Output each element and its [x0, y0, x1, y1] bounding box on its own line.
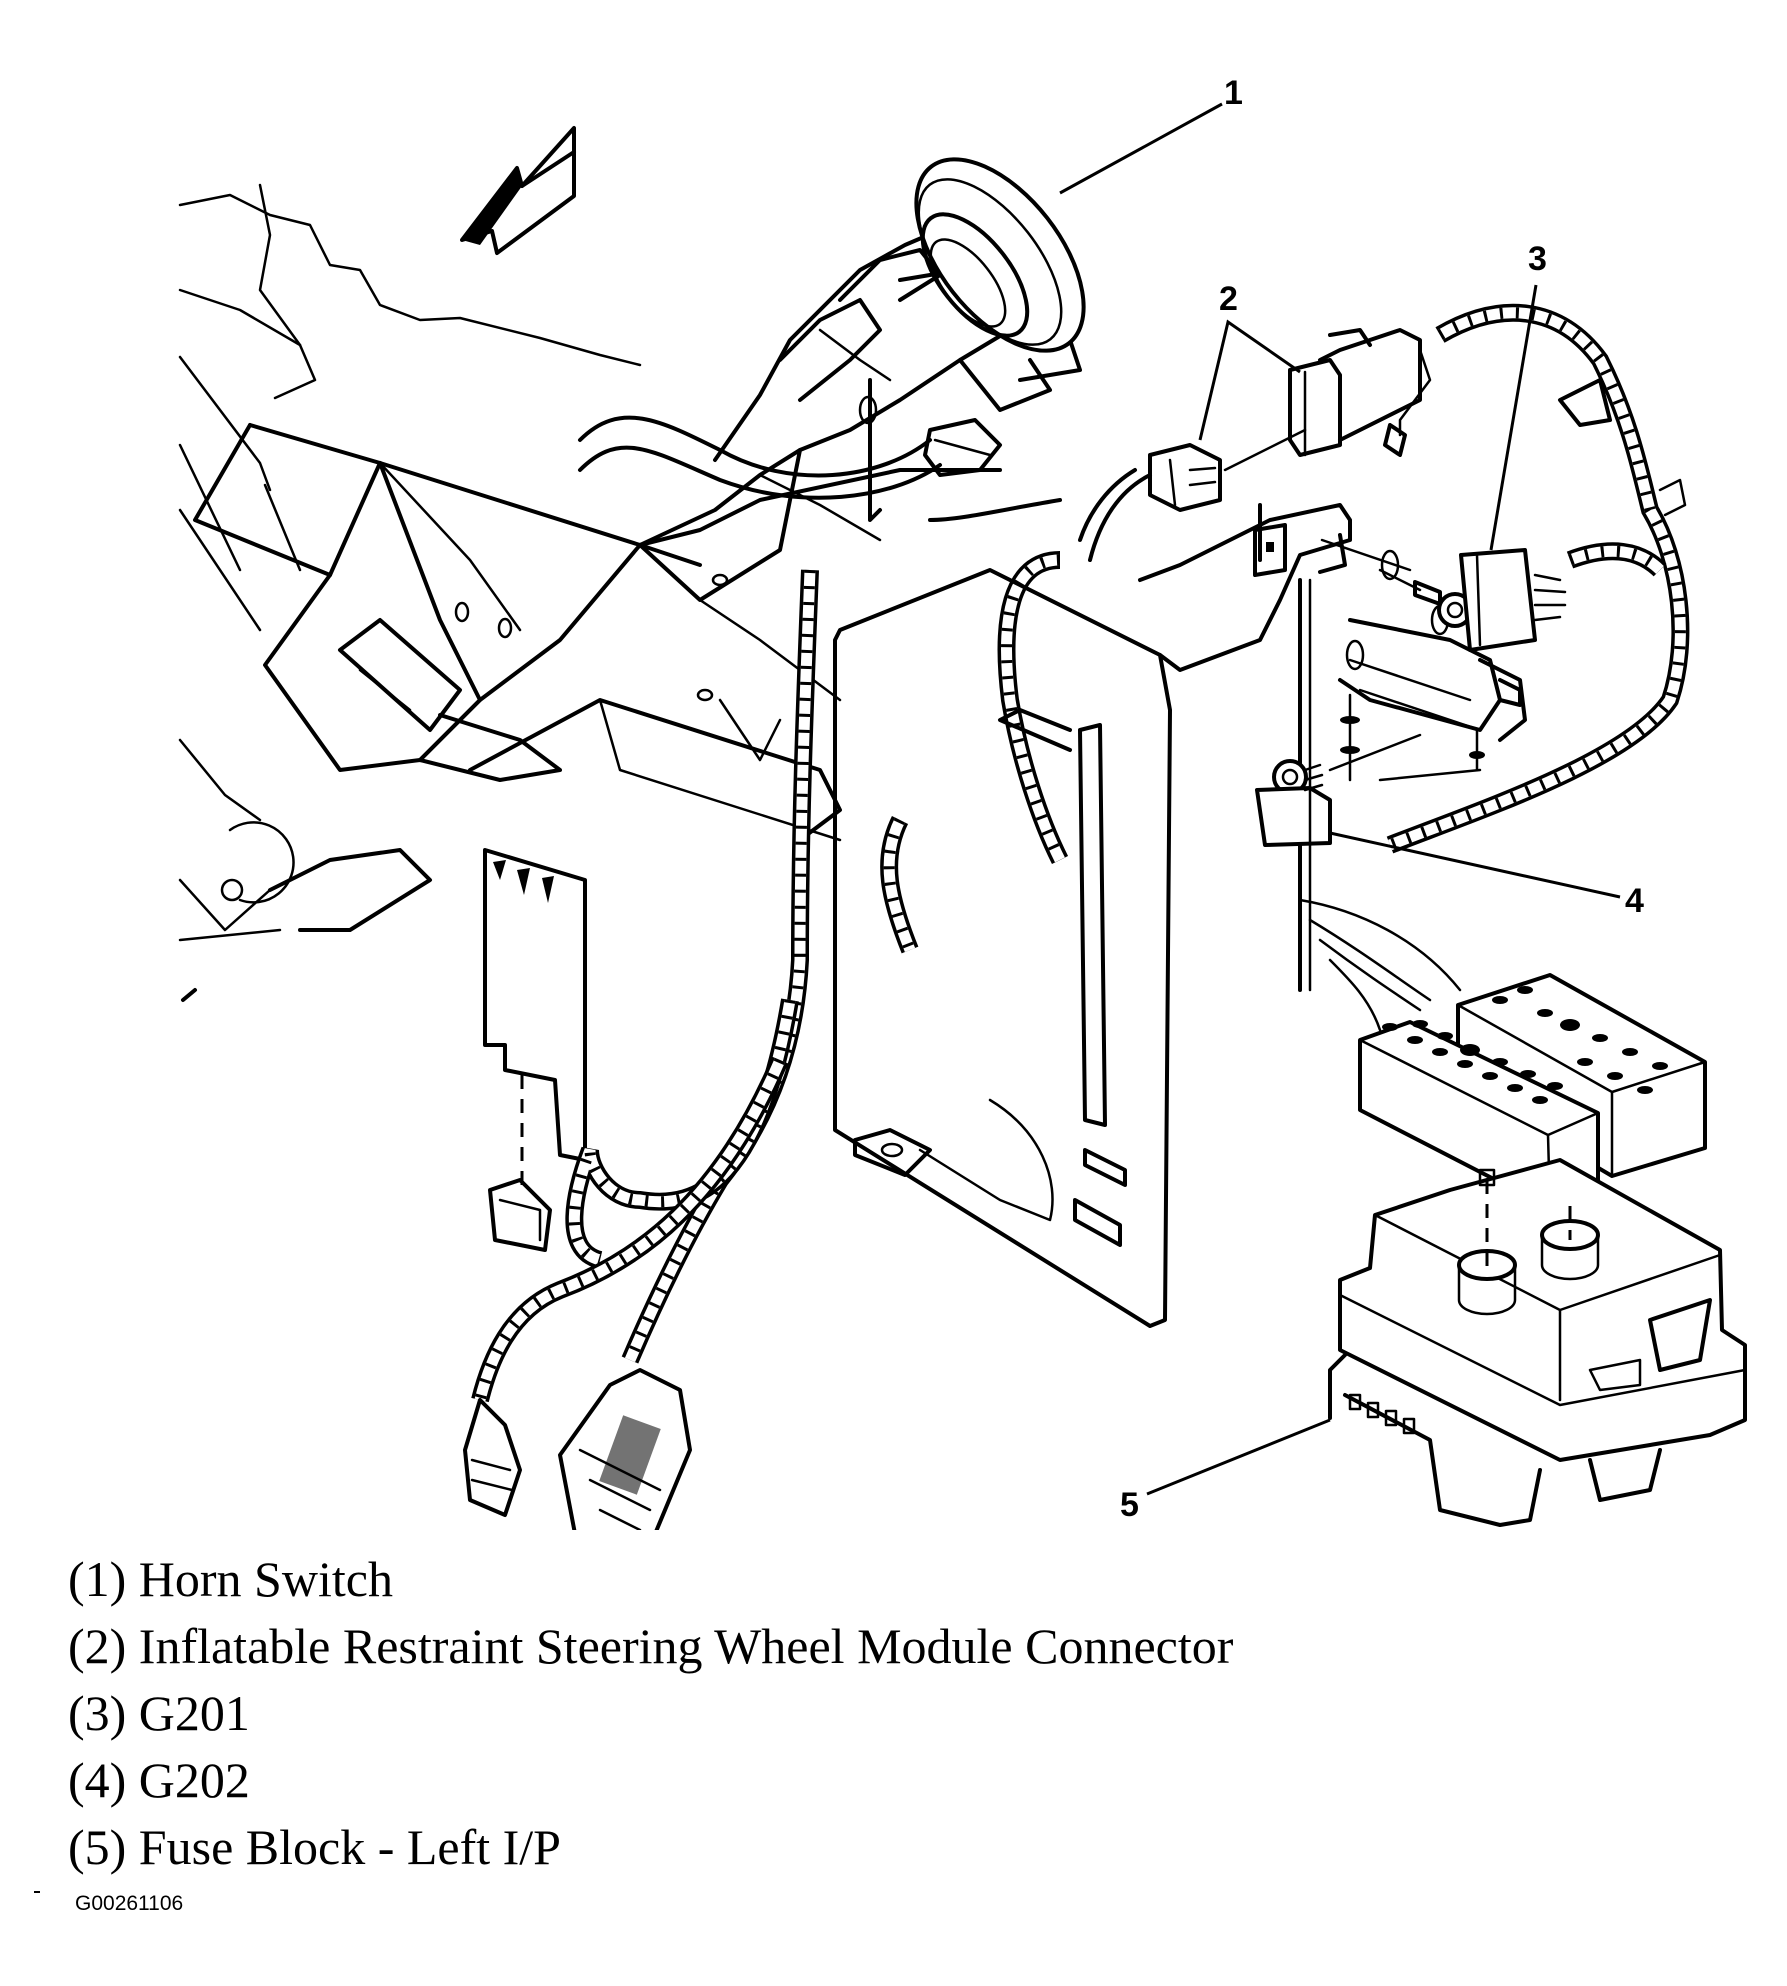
harness-connector-small	[463, 1398, 522, 1517]
airbag-module-connector	[1078, 328, 1432, 562]
legend: (1) Horn Switch (2) Inflatable Restraint…	[68, 1546, 1233, 1881]
g202-ground	[1255, 759, 1332, 847]
harness-connector-large	[558, 1368, 692, 1530]
right-harness-loop	[1386, 303, 1690, 854]
leader-5	[1146, 1418, 1331, 1496]
legend-item-g201: (3) G201	[68, 1685, 250, 1741]
instrument-panel-structure	[178, 183, 1002, 1002]
legend-item-fuse-block: (5) Fuse Block - Left I/P	[68, 1819, 561, 1875]
figure-mark	[34, 1891, 40, 1893]
legend-item-horn-switch: (1) Horn Switch	[68, 1551, 393, 1607]
main-wiring-harness	[471, 415, 1069, 1403]
direction-arrow-icon	[460, 126, 576, 255]
callout-2: 2	[1219, 280, 1238, 318]
callout-1: 1	[1224, 74, 1243, 112]
fuse-block	[1298, 898, 1747, 1527]
g201-ground	[1378, 548, 1567, 652]
leader-3	[1489, 284, 1538, 551]
leader-4	[1329, 831, 1621, 899]
center-mounting-bracket	[833, 568, 1172, 1328]
knee-bolster-bracket	[483, 848, 587, 1252]
callout-leaders	[1059, 102, 1621, 1496]
legend-item-airbag-connector: (2) Inflatable Restraint Steering Wheel …	[68, 1618, 1234, 1674]
callout-3: 3	[1528, 240, 1547, 278]
callout-4: 4	[1625, 882, 1644, 920]
callout-5: 5	[1120, 1486, 1139, 1524]
figure-id: G00261106	[75, 1892, 184, 1915]
wiring-location-diagram: 1 2 3 4 5	[178, 74, 1747, 1530]
horn-switch	[914, 157, 1086, 353]
leader-1	[1059, 102, 1223, 195]
legend-item-g202: (4) G202	[68, 1752, 250, 1808]
fuse-cavity-dots	[1382, 986, 1668, 1104]
leader-2	[1198, 319, 1301, 441]
